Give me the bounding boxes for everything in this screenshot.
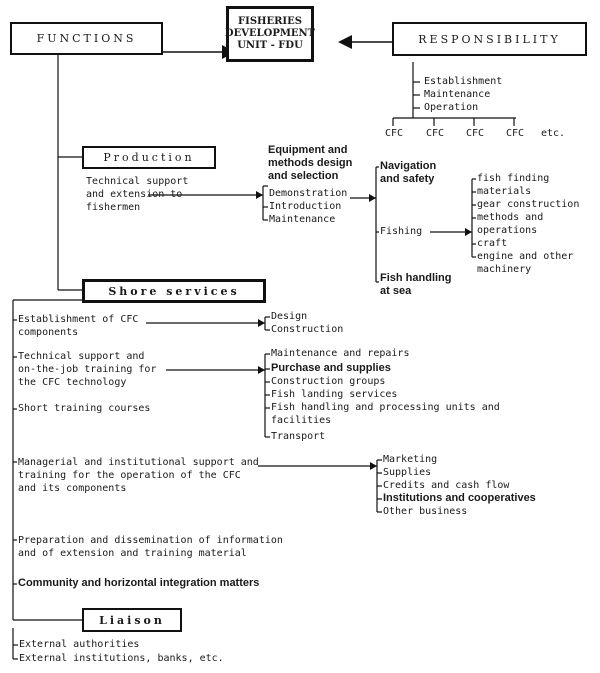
cfc-label: CFC: [385, 128, 404, 139]
fishing-item: materials: [477, 186, 532, 197]
managerial-item: Other business: [383, 506, 468, 517]
functions-title: FUNCTIONS: [36, 32, 137, 45]
activity-introduction: Introduction: [269, 201, 342, 212]
activity-maintenance: Maintenance: [269, 214, 336, 225]
technical-item: Maintenance and repairs: [271, 348, 410, 359]
area-fishing: Fishing: [380, 226, 423, 237]
shore-community: Community and horizontal integration mat…: [18, 577, 260, 589]
managerial-item: Supplies: [383, 467, 432, 478]
shore-short-training: Short training courses: [18, 403, 151, 414]
technical-item: Fish landing services: [271, 389, 398, 400]
fishing-item: gear construction: [477, 199, 580, 210]
responsibility-item: Maintenance: [424, 89, 491, 100]
production-title: Production: [103, 151, 195, 164]
technical-item: Fish handling and processing units and f…: [271, 402, 500, 426]
technical-item: Transport: [271, 431, 326, 442]
shore-establishment: Establishment of CFC components: [18, 314, 139, 338]
shore-services-box: Shore services: [82, 279, 266, 303]
fdu-title: FISHERIES DEVELOPMENT UNIT - FDU: [224, 16, 316, 51]
shore-technical: Technical support and on-the-job trainin…: [18, 351, 157, 388]
responsibility-title: RESPONSIBILITY: [418, 32, 561, 46]
fishing-item: fish finding: [477, 173, 550, 184]
establishment-item: Construction: [271, 324, 344, 335]
fishing-item: craft: [477, 238, 508, 249]
production-box: Production: [82, 146, 216, 169]
responsibility-item: Establishment: [424, 76, 503, 87]
technical-item: Construction groups: [271, 376, 386, 387]
shore-managerial: Managerial and institutional support and…: [18, 457, 259, 494]
activity-demonstration: Demonstration: [269, 188, 348, 199]
area-fish-handling: Fish handling at sea: [380, 272, 452, 297]
liaison-item: External authorities: [19, 639, 140, 650]
managerial-item: Credits and cash flow: [383, 480, 510, 491]
establishment-item: Design: [271, 311, 308, 322]
fdu-box: FISHERIES DEVELOPMENT UNIT - FDU: [224, 6, 316, 62]
technical-item: Purchase and supplies: [271, 362, 391, 374]
cfc-label: CFC: [506, 128, 525, 139]
shore-services-title: Shore services: [108, 284, 240, 298]
area-navigation: Navigation and safety: [380, 160, 437, 185]
liaison-title: Liaison: [99, 613, 165, 627]
liaison-item: External institutions, banks, etc.: [19, 653, 224, 664]
fishing-item: engine and other machinery: [477, 251, 574, 275]
functions-box: FUNCTIONS: [10, 22, 163, 55]
fishing-item: methods and operations: [477, 212, 544, 236]
liaison-box: Liaison: [82, 608, 182, 632]
shore-preparation: Preparation and dissemination of informa…: [18, 535, 283, 559]
cfc-label: CFC: [466, 128, 485, 139]
managerial-item: Institutions and cooperatives: [383, 492, 536, 504]
managerial-item: Marketing: [383, 454, 438, 465]
cfc-label: etc.: [541, 128, 566, 139]
responsibility-box: RESPONSIBILITY: [392, 22, 587, 56]
activity-design: Equipment and methods design and selecti…: [268, 144, 353, 182]
production-description: Technical support and extension to fishe…: [86, 176, 189, 213]
responsibility-item: Operation: [424, 102, 479, 113]
cfc-label: CFC: [426, 128, 445, 139]
